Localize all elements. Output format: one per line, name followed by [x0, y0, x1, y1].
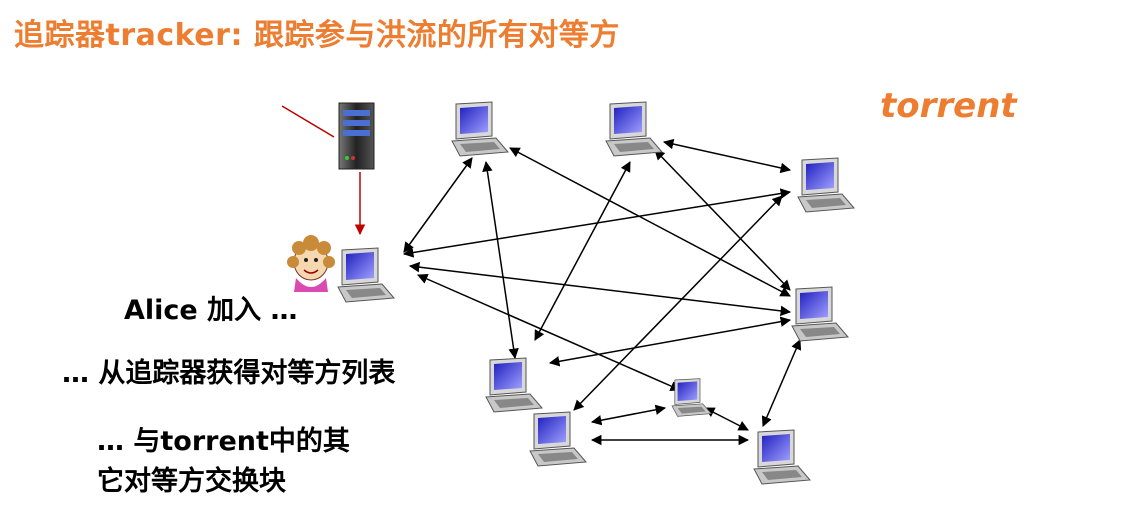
caption-exchange-line1: … 与torrent中的其: [97, 426, 350, 457]
peer-laptop-icon-3: [797, 157, 855, 213]
peer-laptop-icon-8: [753, 429, 811, 485]
alice-laptop-icon: [337, 247, 395, 303]
tracker-server-icon: [281, 102, 375, 236]
caption-join: Alice 加入 …: [124, 295, 298, 326]
peer-laptop-icon-6: [671, 378, 712, 417]
caption-exchange-line2: 它对等方交换块: [97, 466, 286, 497]
alice-person-icon: [287, 235, 335, 292]
peer-laptop-icon-4: [791, 286, 849, 342]
peer-laptop-icon-2: [605, 101, 663, 157]
torrent-label: torrent: [880, 86, 1017, 126]
peer-laptop-icon-7: [529, 411, 587, 467]
peer-laptop-icon-5: [485, 357, 543, 413]
caption-get-list: … 从追踪器获得对等方列表: [62, 358, 396, 389]
peer-laptop-icon-1: [451, 101, 509, 157]
page-title: 追踪器tracker: 跟踪参与洪流的所有对等方: [14, 18, 620, 53]
peer-arrows: [402, 138, 802, 446]
